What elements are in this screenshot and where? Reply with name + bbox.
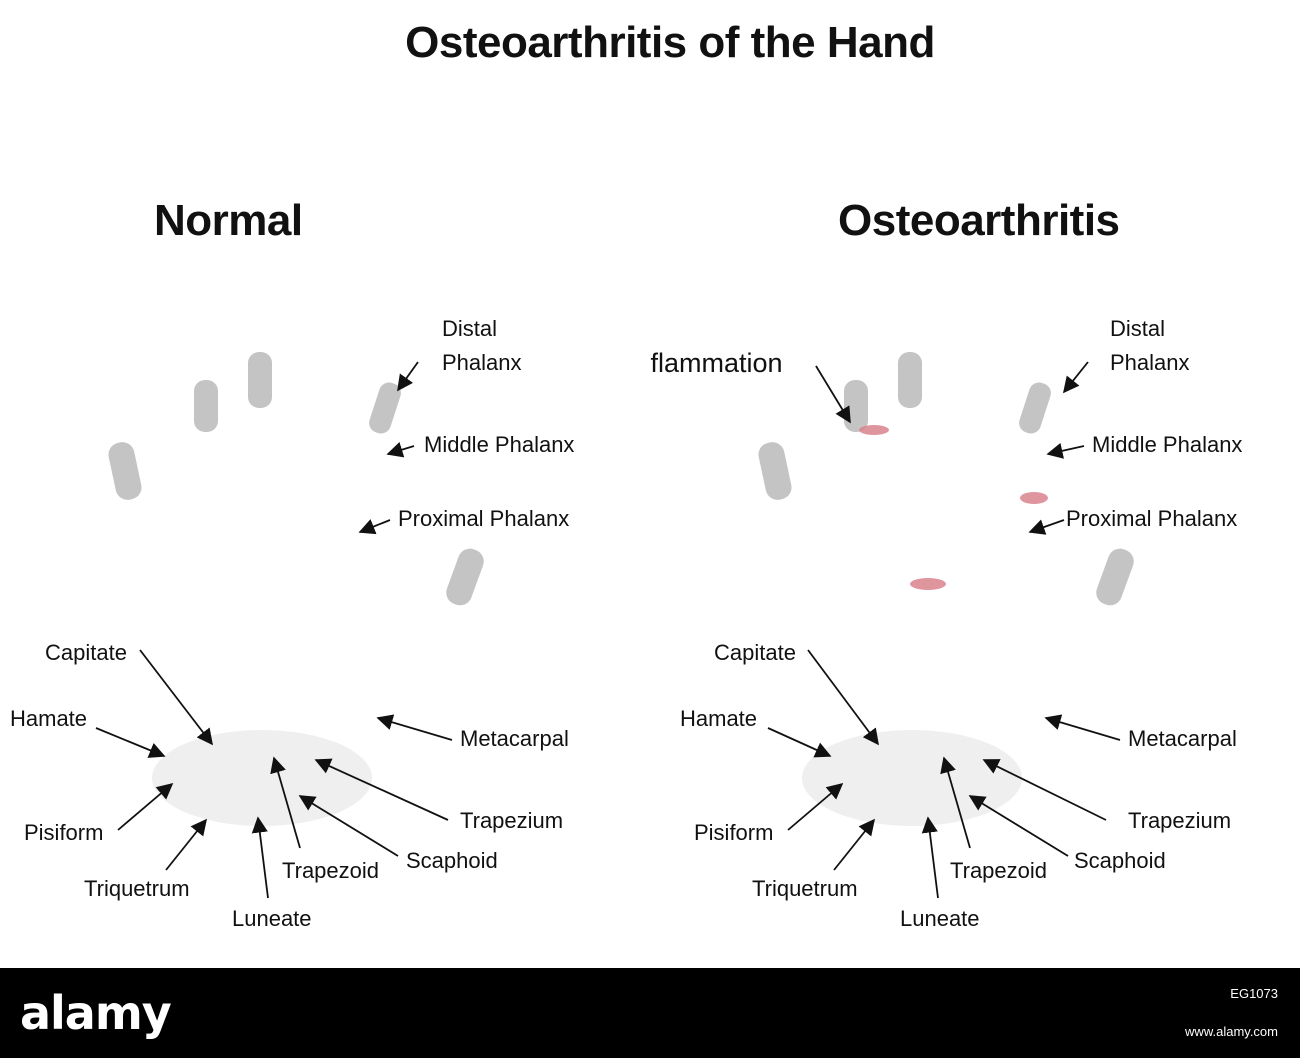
thumb [1096,548,1134,606]
osteoarthritis-heading: Osteoarthritis [838,196,1120,245]
footer-url: www.alamy.com [1185,1024,1278,1039]
little-finger [758,442,792,500]
middle-finger [898,352,922,408]
diagram-title: Osteoarthritis of the Hand [405,18,935,67]
label-trapezium: Trapezium [1128,808,1231,833]
label-luneate: Luneate [900,906,980,931]
carpal-bones [152,730,372,826]
label-inflammation: Inflammation [650,348,783,378]
image-id: EG1073 [1230,986,1278,1001]
label-phalanx: Phalanx [442,350,522,375]
inflammation-mark [1020,492,1048,504]
label-capitate: Capitate [714,640,796,665]
label-metacarpal: Metacarpal [460,726,569,751]
label-pisiform: Pisiform [24,820,103,845]
inflammation-mark [910,578,946,590]
label-pisiform: Pisiform [694,820,773,845]
carpal-bones [802,730,1022,826]
thumb [446,548,484,606]
label-trapezium: Trapezium [460,808,563,833]
label-luneate: Luneate [232,906,312,931]
hand-bones [108,352,484,826]
label-metacarpal: Metacarpal [1128,726,1237,751]
label-hamate: Hamate [10,706,87,731]
normal-heading: Normal [154,196,303,245]
label-distal: Distal [442,316,497,341]
ring-finger [844,380,868,432]
alamy-logo: alamy [20,986,172,1040]
label-triquetrum: Triquetrum [752,876,858,901]
footer-bar: alamy EG1073 www.alamy.com [0,968,1300,1058]
label-hamate: Hamate [680,706,757,731]
label-scaphoid: Scaphoid [406,848,498,873]
osteoarthritis-hand-diagram: Inflammation Distal Phalanx Middle Phala… [650,316,1242,931]
label-distal: Distal [1110,316,1165,341]
label-scaphoid: Scaphoid [1074,848,1166,873]
inflammation-mark [859,425,889,435]
hand-bones [758,352,1134,826]
label-middle-phalanx: Middle Phalanx [1092,432,1242,457]
label-capitate: Capitate [45,640,127,665]
inflammation-marks [859,425,1048,590]
ring-finger [194,380,218,432]
label-trapezoid: Trapezoid [950,858,1047,883]
label-phalanx: Phalanx [1110,350,1190,375]
label-proximal-phalanx: Proximal Phalanx [1066,506,1237,531]
bone-labels: Inflammation Distal Phalanx Middle Phala… [650,316,1242,931]
label-middle-phalanx: Middle Phalanx [424,432,574,457]
index-finger [369,382,401,434]
label-proximal-phalanx: Proximal Phalanx [398,506,569,531]
pointer-arrows [95,361,453,899]
index-finger [1019,382,1051,434]
label-triquetrum: Triquetrum [84,876,190,901]
pointer-arrows [767,361,1121,899]
bone-labels: Distal Phalanx Middle Phalanx Proximal P… [10,316,574,931]
middle-finger [248,352,272,408]
normal-hand-diagram: Distal Phalanx Middle Phalanx Proximal P… [10,316,574,931]
label-trapezoid: Trapezoid [282,858,379,883]
little-finger [108,442,142,500]
